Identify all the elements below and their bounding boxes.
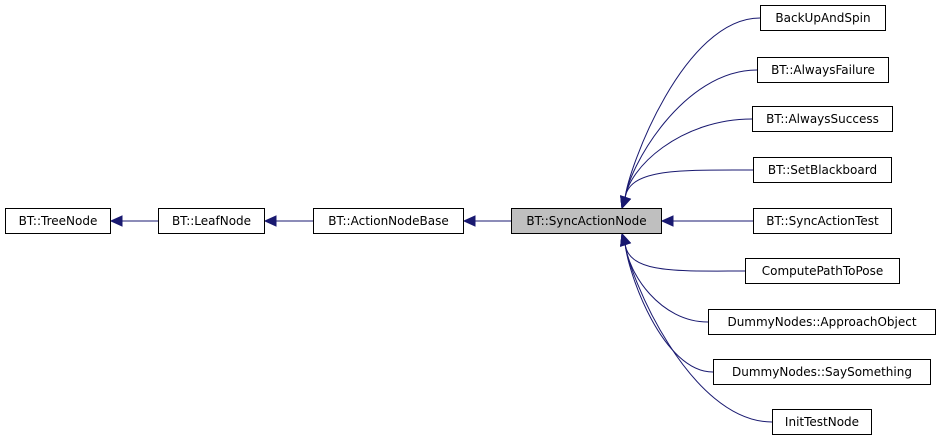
node-bt-always-success[interactable]: BT::AlwaysSuccess [752, 106, 893, 132]
node-bt-tree-node[interactable]: BT::TreeNode [5, 208, 111, 234]
node-bt-set-blackboard[interactable]: BT::SetBlackboard [753, 157, 892, 183]
edge-set_blackboard-to-sync_action_node-arrowhead [620, 195, 632, 210]
node-bt-leaf-node[interactable]: BT::LeafNode [158, 208, 265, 234]
edge-set_blackboard-to-sync_action_node [624, 169, 754, 200]
node-compute-path-to-pose[interactable]: ComputePathToPose [745, 258, 900, 284]
node-dummy-nodes-say-something[interactable]: DummyNodes::SaySomething [713, 359, 931, 385]
edge-always_success-to-sync_action_node [624, 118, 753, 200]
edge-action_node_base-to-leaf_node-arrowhead [263, 215, 277, 227]
edge-leaf_node-to-tree_node-arrowhead [109, 215, 123, 227]
edge-sync_action_node-to-action_node_base-arrowhead [462, 215, 476, 227]
edge-sync_action_test-to-sync_action_node-arrowhead [660, 215, 674, 227]
edge-back_up_and_spin-to-sync_action_node [624, 17, 761, 200]
edge-init_test_node-to-sync_action_node [624, 242, 773, 423]
node-bt-action-node-base[interactable]: BT::ActionNodeBase [313, 208, 464, 234]
node-dummy-nodes-approach-object[interactable]: DummyNodes::ApproachObject [708, 309, 936, 335]
node-bt-sync-action-node: BT::SyncActionNode [511, 208, 662, 234]
node-bt-always-failure[interactable]: BT::AlwaysFailure [757, 57, 889, 83]
edge-always_failure-to-sync_action_node [624, 69, 758, 200]
node-back-up-and-spin[interactable]: BackUpAndSpin [760, 5, 886, 31]
edge-init_test_node-to-sync_action_node-arrowhead [620, 232, 632, 247]
edge-compute_path_to_pose-to-sync_action_node [624, 242, 746, 272]
node-bt-sync-action-test[interactable]: BT::SyncActionTest [753, 208, 892, 234]
node-init-test-node[interactable]: InitTestNode [772, 409, 872, 435]
